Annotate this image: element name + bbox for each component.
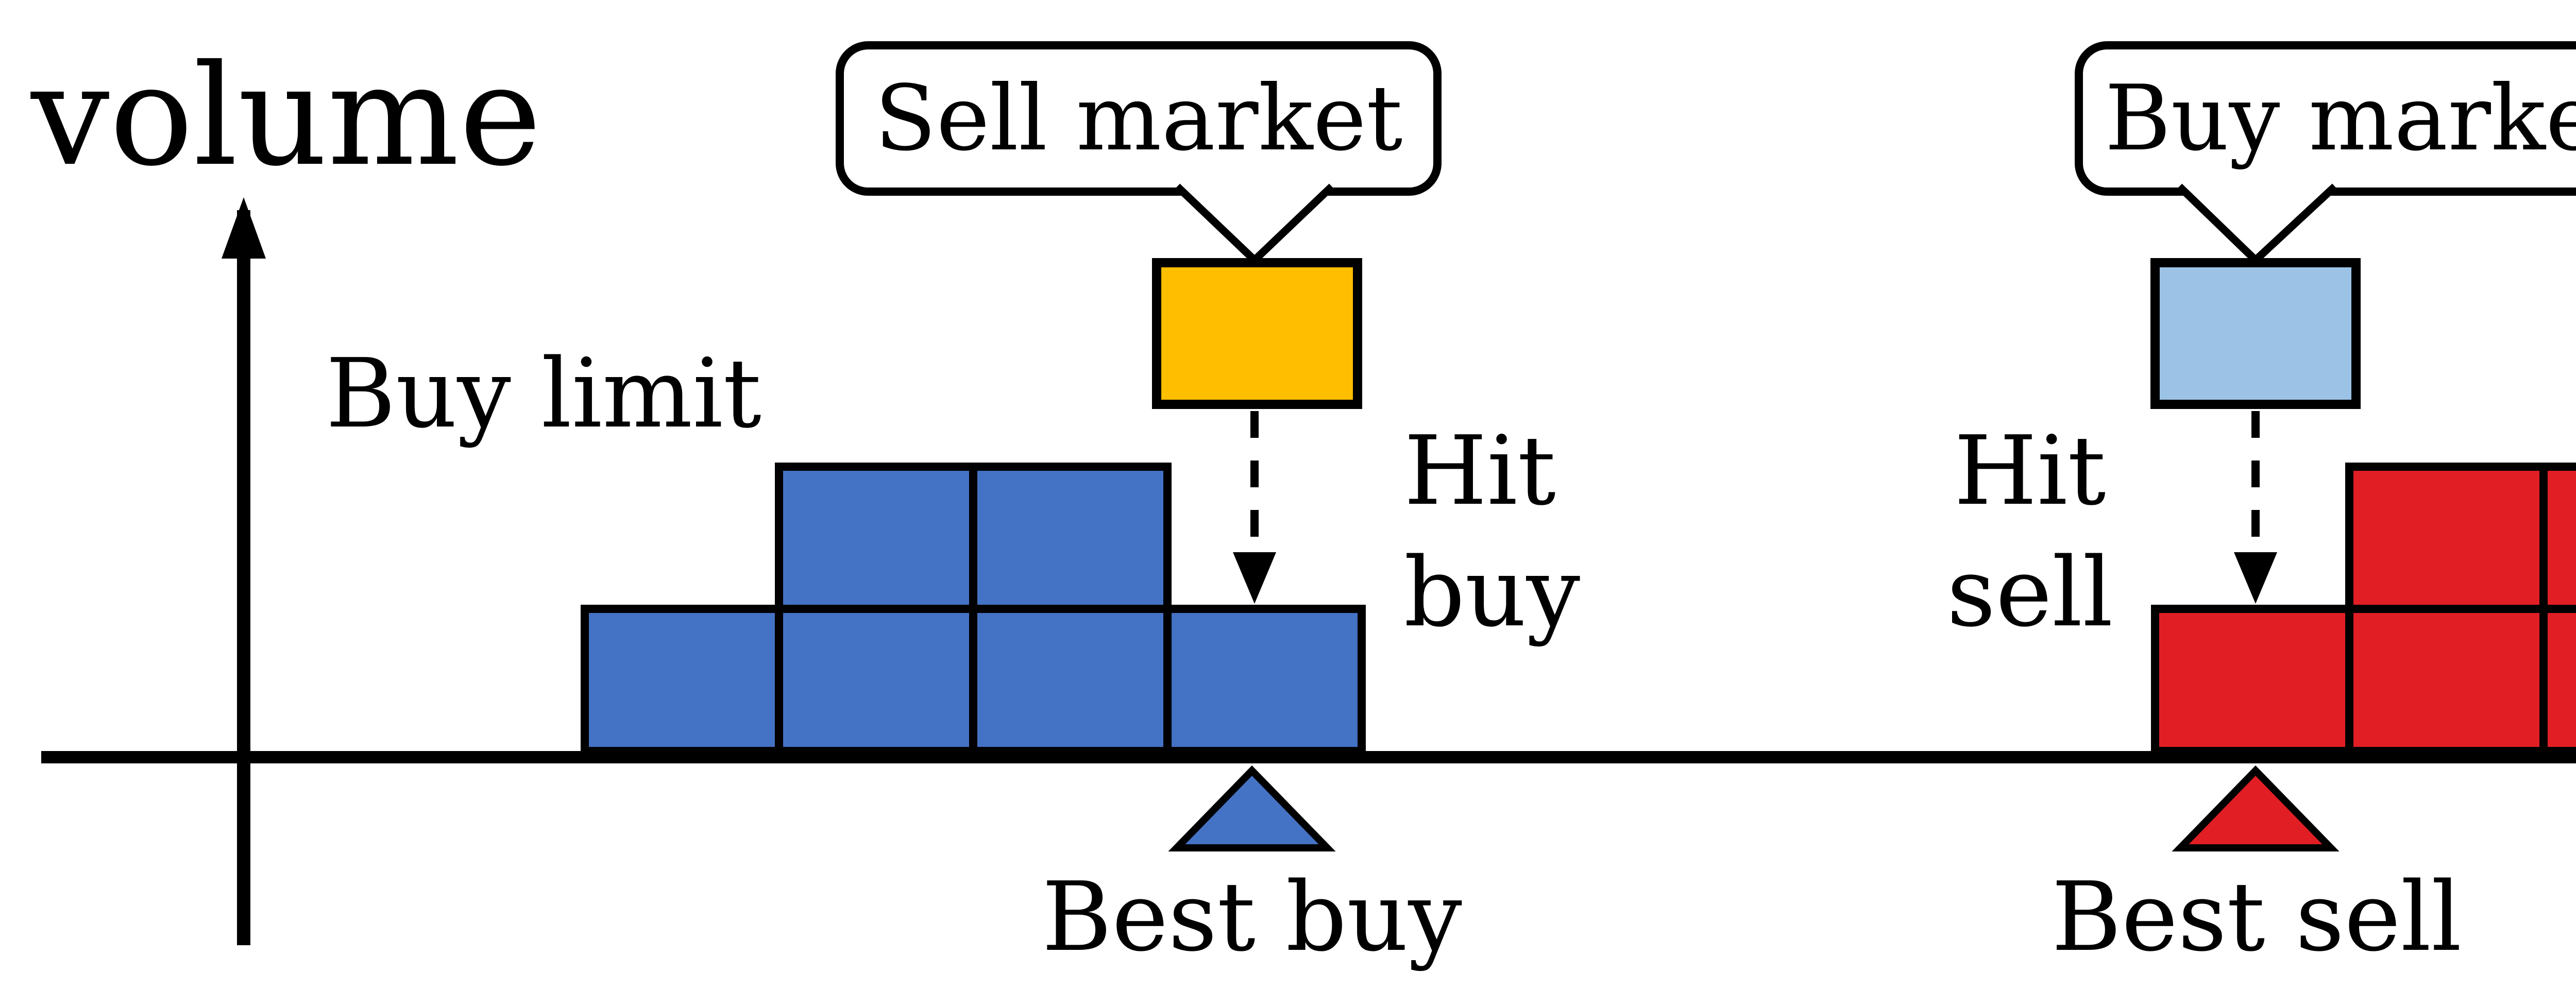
- best-sell-label: Best sell: [2051, 861, 2462, 973]
- sell-limit-order-block: [2539, 605, 2576, 755]
- buy-limit-order-block: [581, 605, 783, 755]
- hit-buy-arrowhead-icon: [1233, 552, 1276, 604]
- sell-limit-order-block: [2539, 463, 2576, 613]
- sell-limit-order-block: [2345, 605, 2548, 755]
- buy-market-order-box: [2150, 258, 2361, 409]
- buy-limit-order-block: [969, 463, 1172, 613]
- sell-limit-histogram: [2151, 463, 2576, 755]
- best-buy-marker-triangle-icon: [1168, 765, 1336, 851]
- buy-limit-histogram: [581, 463, 1366, 755]
- buy-limit-order-block: [1163, 605, 1366, 755]
- sell-limit-order-block: [2345, 463, 2548, 613]
- buy-limit-label: Buy limit: [326, 338, 761, 449]
- buy-market-callout-bubble: [2075, 41, 2576, 196]
- buy-limit-order-block: [775, 605, 977, 755]
- best-sell-marker-triangle-icon: [2172, 765, 2340, 851]
- hit-buy-label-line1: Hit: [1404, 415, 1556, 526]
- sell-market-order-box: [1152, 258, 1362, 409]
- buy-limit-order-block: [775, 463, 977, 613]
- buy-market-callout-label: Buy market: [2105, 66, 2576, 171]
- y-axis-label: volume: [31, 35, 542, 197]
- buy-market-callout-tail: [2176, 183, 2338, 266]
- hit-sell-label-line2: sell: [1946, 537, 2113, 648]
- best-buy-label: Best buy: [1042, 861, 1462, 973]
- y-axis-arrowhead-icon: [222, 197, 266, 259]
- hit-buy-label-line2: buy: [1404, 537, 1581, 648]
- sell-market-callout-label: Sell market: [874, 66, 1403, 171]
- sell-market-callout-bubble: [836, 41, 1442, 196]
- sell-limit-order-block: [2151, 605, 2353, 755]
- buy-limit-order-block: [969, 605, 1172, 755]
- sell-market-callout-tail: [1174, 183, 1335, 266]
- hit-sell-label-line1: Hit: [1954, 415, 2106, 526]
- hit-sell-arrowhead-icon: [2234, 552, 2277, 604]
